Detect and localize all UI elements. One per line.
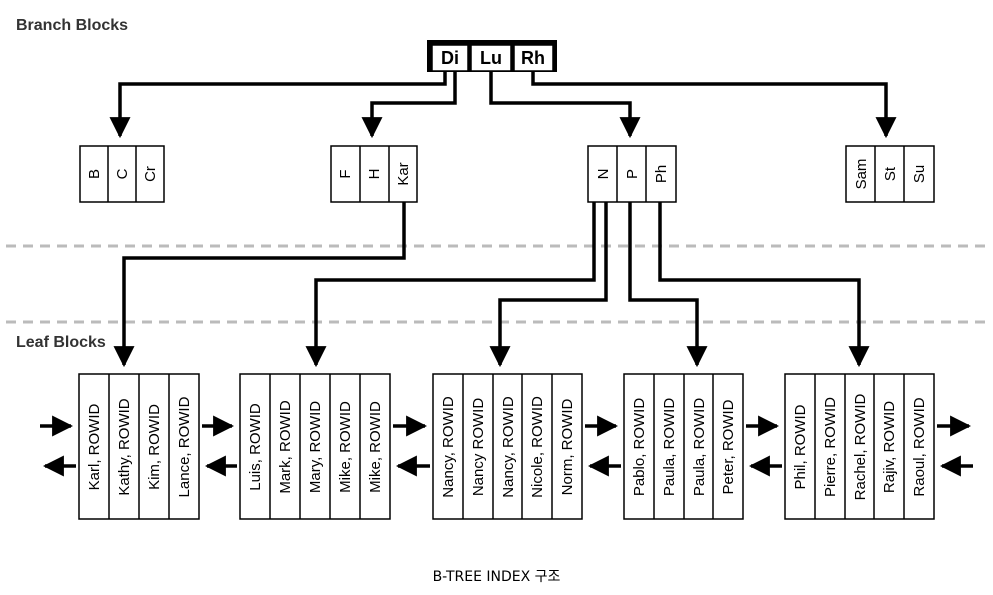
arrow-root-to-branch-4 xyxy=(531,72,897,139)
leaf-entry: Mike, ROWID xyxy=(337,401,354,493)
arrow-branch-to-leaf-5 xyxy=(658,202,870,368)
branch-key: Kar xyxy=(395,162,412,185)
branch-key: Sam xyxy=(853,159,870,190)
leaf-entry: Paula, ROWID xyxy=(661,398,678,497)
leaf-entry: Norm, ROWID xyxy=(559,399,576,496)
leaf-node: Phil, ROWID Pierre, ROWID Rachel, ROWID … xyxy=(784,373,935,520)
leaf-entry: Kathy, ROWID xyxy=(116,398,133,495)
branch-key: Su xyxy=(911,165,928,183)
leaf-entry: Peter, ROWID xyxy=(720,399,737,494)
leaf-node: Nancy, ROWID Nancy ROWID Nancy, ROWID Ni… xyxy=(432,373,583,520)
leaf-entry: Nicole, ROWID xyxy=(529,396,546,498)
leaf-entry: Karl, ROWID xyxy=(86,404,103,491)
leaf-node: Luis, ROWID Mark, ROWID Mary, ROWID Mike… xyxy=(239,373,391,520)
arrow-root-to-branch-2 xyxy=(361,72,457,139)
root-node: Di Lu Rh xyxy=(427,40,557,72)
leaf-entry: Raoul, ROWID xyxy=(911,397,928,496)
arrow-branch-to-leaf-2 xyxy=(305,202,596,368)
branch-node: Sam St Su xyxy=(845,145,935,203)
branch-blocks-label: Branch Blocks xyxy=(16,17,129,34)
root-key-box xyxy=(513,44,554,72)
branch-key: Ph xyxy=(653,165,670,183)
leaf-entry: Mary, ROWID xyxy=(307,401,324,493)
leaf-entry: Paula, ROWID xyxy=(691,398,708,497)
arrow-branch-to-leaf-1 xyxy=(113,202,406,368)
branch-key: N xyxy=(595,169,612,180)
leaf-entry: Lance, ROWID xyxy=(176,396,193,497)
leaf-entry: Mark, ROWID xyxy=(277,400,294,493)
branch-key: F xyxy=(337,169,354,178)
leaf-entry: Rachel, ROWID xyxy=(852,393,869,500)
arrow-branch-to-leaf-4 xyxy=(628,202,708,368)
root-key: Di xyxy=(441,48,459,68)
leaf-entry: Kim, ROWID xyxy=(146,404,163,490)
branch-key: C xyxy=(114,168,131,179)
branch-node: B C Cr xyxy=(79,145,165,203)
leaf-entry: Mike, ROWID xyxy=(367,401,384,493)
root-key: Rh xyxy=(521,48,545,68)
branch-key: P xyxy=(624,169,641,179)
leaf-entry: Pierre, ROWID xyxy=(822,397,839,497)
branch-key: H xyxy=(366,169,383,180)
arrow-root-to-branch-1 xyxy=(109,72,447,139)
leaf-entry: Nancy ROWID xyxy=(470,398,487,497)
leaf-entry: Pablo, ROWID xyxy=(631,398,648,497)
leaf-entry: Nancy, ROWID xyxy=(500,396,517,498)
root-key: Lu xyxy=(480,48,502,68)
root-key-box xyxy=(470,44,512,72)
leaf-entry: Rajiv, ROWID xyxy=(881,401,898,493)
leaf-entry: Phil, ROWID xyxy=(792,404,809,489)
leaf-node: Karl, ROWID Kathy, ROWID Kim, ROWID Lanc… xyxy=(78,373,200,520)
branch-key: Cr xyxy=(142,166,159,182)
branch-key: St xyxy=(882,166,899,181)
leaf-entry: Nancy, ROWID xyxy=(440,396,457,498)
leaf-entry: Luis, ROWID xyxy=(247,403,264,491)
root-key-box xyxy=(431,44,469,72)
arrow-branch-to-leaf-3 xyxy=(489,202,608,368)
branch-node: N P Ph xyxy=(587,145,677,203)
diagram-caption: B-TREE INDEX 구조 xyxy=(432,569,561,585)
branch-node: F H Kar xyxy=(330,145,418,203)
arrow-root-to-branch-3 xyxy=(489,72,641,139)
branch-key: B xyxy=(86,169,103,179)
leaf-node: Pablo, ROWID Paula, ROWID Paula, ROWID P… xyxy=(623,373,744,520)
leaf-blocks-label: Leaf Blocks xyxy=(16,334,106,351)
